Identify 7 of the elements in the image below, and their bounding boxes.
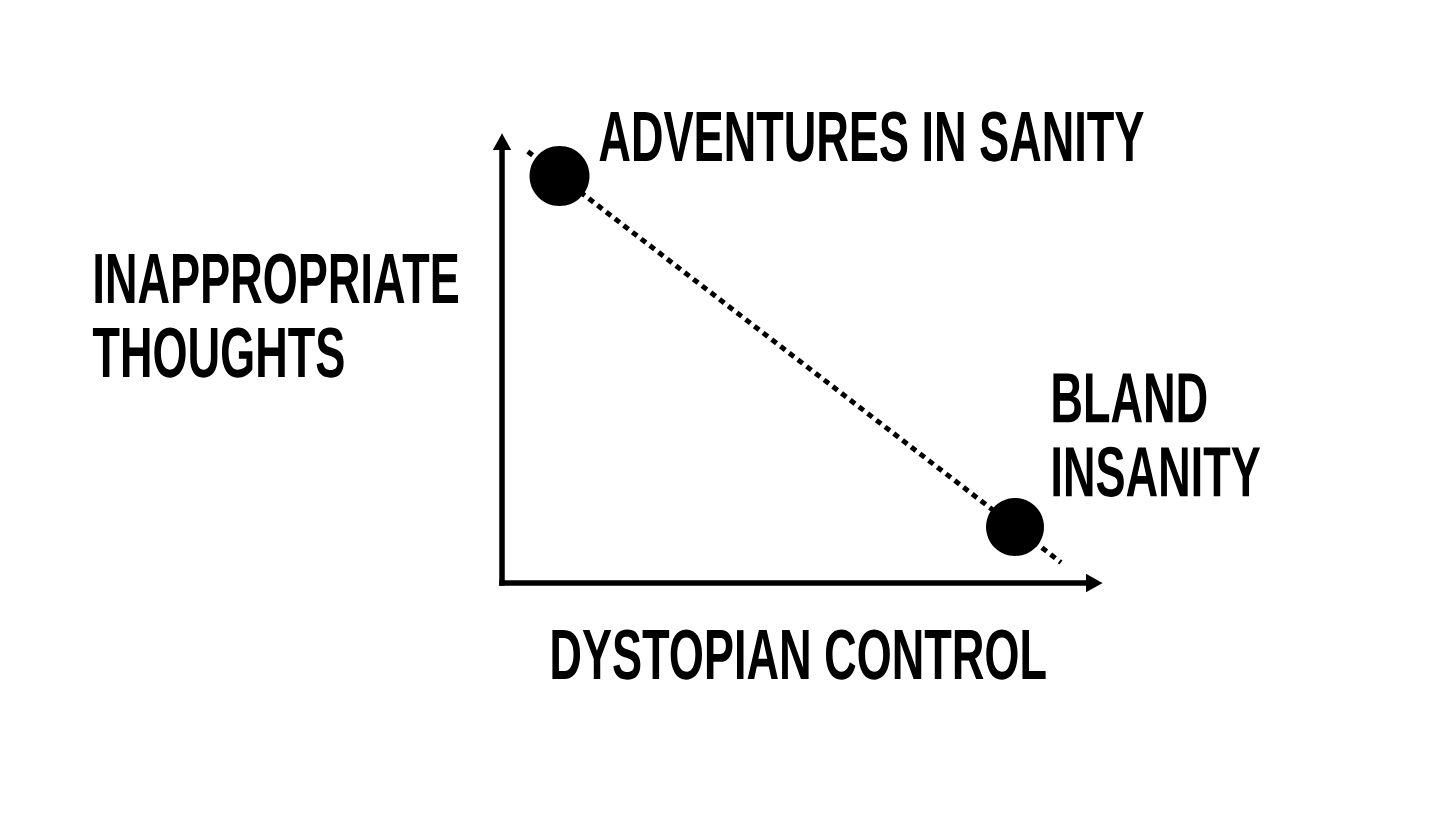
data-point [529, 146, 590, 206]
trend-line [526, 149, 1063, 565]
data-point [986, 498, 1044, 556]
point-label: BLAND INSANITY [1053, 373, 1261, 497]
axis-label: DYSTOPIAN CONTROL [552, 629, 1046, 680]
axis-label: INAPPROPRIATE THOUGHTS [92, 253, 458, 378]
point-label: ADVENTURES IN SANITY [599, 111, 1144, 162]
